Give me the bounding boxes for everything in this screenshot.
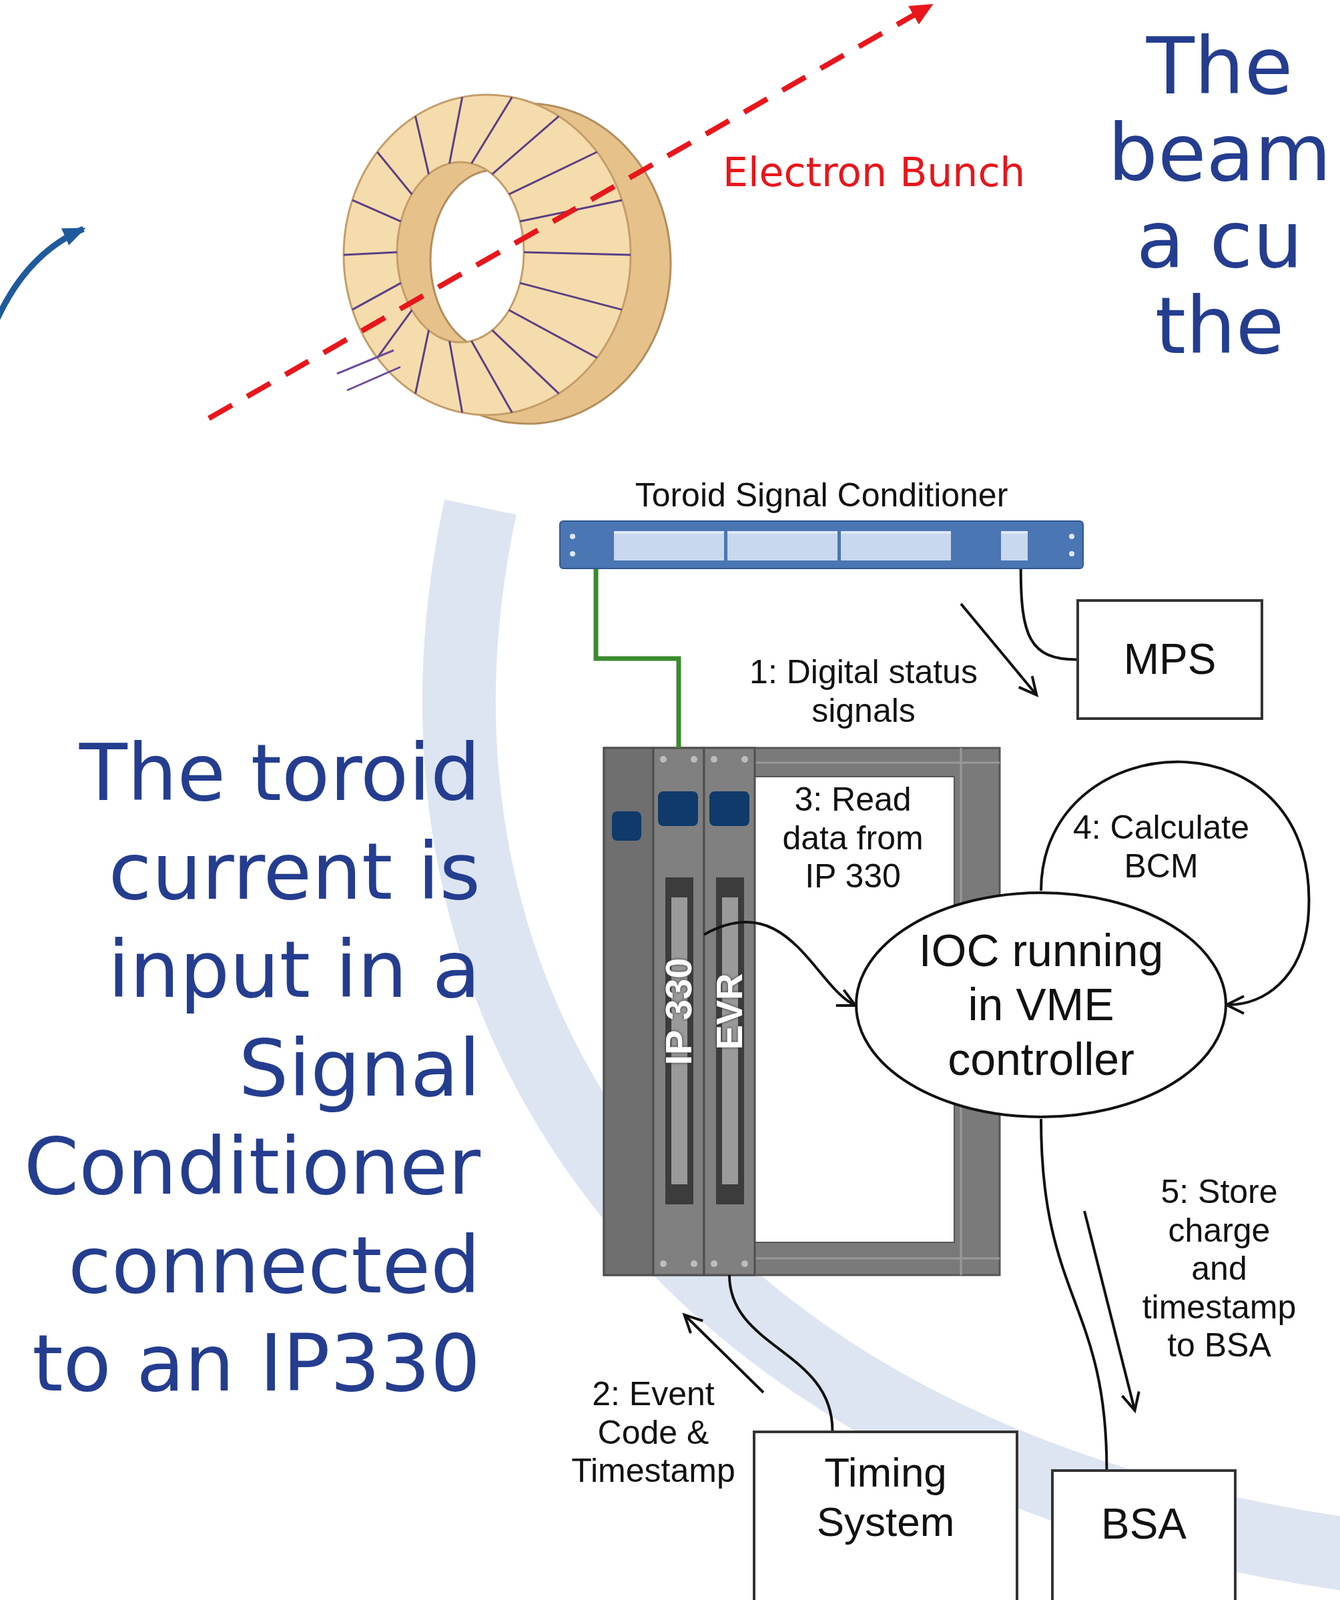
toroid-front [343, 94, 631, 416]
process-box: Timing System [752, 1430, 1019, 1600]
beam-label: Electron Bunch [722, 148, 1097, 197]
winding [509, 152, 598, 195]
node-text: Timing System [772, 1448, 999, 1548]
crate-rail [754, 1257, 1000, 1260]
winding [492, 330, 560, 394]
rack-screw [569, 533, 576, 540]
coil-lead [337, 350, 394, 374]
rack-screw [1069, 533, 1075, 540]
connector [595, 569, 679, 749]
rack-slot [613, 531, 725, 561]
flow-arrow [0, 228, 84, 321]
evr-card [704, 748, 755, 1276]
winding [343, 252, 398, 255]
rack-unit: Toroid Signal Conditioner [559, 475, 1084, 570]
ellipse-shape [856, 892, 1226, 1118]
node-text: EVR [706, 972, 752, 1050]
winding [352, 200, 402, 222]
node-text: MPS [1123, 633, 1217, 686]
rack-screw [569, 551, 576, 557]
slide-text: The toroid current is input in a Signal … [5, 724, 481, 1414]
winding [415, 330, 430, 394]
rack-bar [559, 520, 1084, 570]
node-text: Toroid Signal Conditioner [635, 475, 1009, 516]
node-text: BSA [1101, 1498, 1187, 1551]
ellipse-node: IOC running in VME controller [854, 890, 1228, 1120]
led [709, 791, 750, 827]
winding [377, 152, 412, 195]
winding [471, 341, 512, 413]
vme-card: IP 330 [653, 748, 705, 1276]
led [611, 811, 642, 841]
winding [352, 282, 402, 310]
rack-slot [727, 531, 838, 561]
rack-screw [1069, 551, 1075, 557]
winding [523, 252, 631, 255]
step-note: 1: Digital status signals [740, 653, 987, 731]
coil-windings [343, 97, 631, 414]
coil-lead [347, 367, 401, 391]
process-box: BSA [1051, 1469, 1237, 1600]
toroid [337, 94, 671, 424]
winding [509, 310, 598, 358]
winding [519, 282, 622, 310]
slide-text: The beam a cu the [1104, 23, 1335, 370]
step-note: 4: Calculate BCM [1064, 808, 1258, 886]
winding [415, 116, 430, 175]
led [657, 791, 699, 827]
node-text: IOC running in VME controller [907, 923, 1175, 1088]
annotation-arrow [1084, 1211, 1135, 1410]
connector [1021, 569, 1077, 660]
beam-line [208, 5, 931, 419]
crate-rail [754, 762, 1000, 765]
process-box: MPS [1076, 599, 1264, 721]
connector [729, 1275, 833, 1431]
winding [449, 341, 463, 413]
connector [1041, 1119, 1107, 1470]
step-note: 3: Read data from IP 330 [772, 780, 933, 897]
node-text: IP 330 [655, 958, 701, 1066]
blank-card [603, 748, 654, 1276]
step-note: 2: Event Code & Timestamp [563, 1375, 744, 1491]
winding [449, 97, 463, 164]
rack-slot [840, 531, 951, 561]
background-band [459, 507, 1340, 1559]
ip330-card [653, 748, 705, 1276]
step-note: 5: Store charge and timestamp to BSA [1139, 1173, 1300, 1366]
winding [471, 97, 512, 164]
rack-slot [1000, 531, 1028, 561]
winding [492, 116, 560, 175]
vme-card: EVR [704, 748, 755, 1276]
